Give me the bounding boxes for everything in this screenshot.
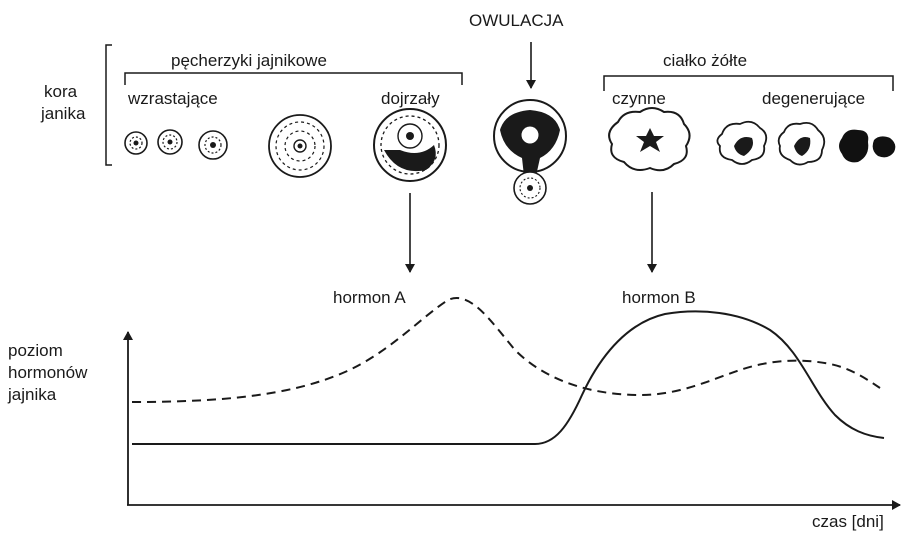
degenerating-corpus-luteum-1 — [717, 122, 766, 164]
degenerating-corpus-luteum-label: degenerujące — [762, 89, 865, 109]
y-axis-label-line1: poziom — [8, 341, 63, 361]
ovulation-label: OWULACJA — [469, 11, 563, 31]
hormone-b-label: hormon B — [622, 288, 696, 308]
y-axis-label-line3: jajnika — [8, 385, 56, 405]
growing-follicle-1 — [125, 132, 147, 154]
x-axis-label: czas [dni] — [812, 512, 884, 532]
ovulating-follicle — [494, 100, 566, 204]
growing-follicle-2 — [158, 130, 182, 154]
degenerated-corpus-luteum-dark-2 — [873, 136, 896, 157]
mature-follicle-label: dojrzały — [381, 89, 440, 109]
growing-follicle-3 — [199, 131, 227, 159]
growing-follicles-label: wzrastające — [128, 89, 218, 109]
active-corpus-luteum-label: czynne — [612, 89, 666, 109]
ovary-cortex-bracket — [106, 45, 112, 165]
ovary-cortex-label-line2: janika — [41, 104, 85, 124]
mature-follicle — [374, 109, 446, 181]
degenerated-corpus-luteum-dark-1 — [839, 130, 868, 163]
growing-follicle-large — [269, 115, 331, 177]
follicles-label: pęcherzyki jajnikowe — [171, 51, 327, 71]
corpus-luteum-label: ciałko żółte — [663, 51, 747, 71]
hormone-a-curve — [132, 298, 880, 402]
y-axis-label-line2: hormonów — [8, 363, 87, 383]
follicles-bracket — [125, 73, 462, 85]
degenerating-corpus-luteum-2 — [779, 123, 825, 165]
hormone-b-curve — [132, 311, 884, 444]
ovary-cortex-label-line1: kora — [44, 82, 77, 102]
hormone-a-label: hormon A — [333, 288, 406, 308]
active-corpus-luteum — [609, 108, 689, 170]
